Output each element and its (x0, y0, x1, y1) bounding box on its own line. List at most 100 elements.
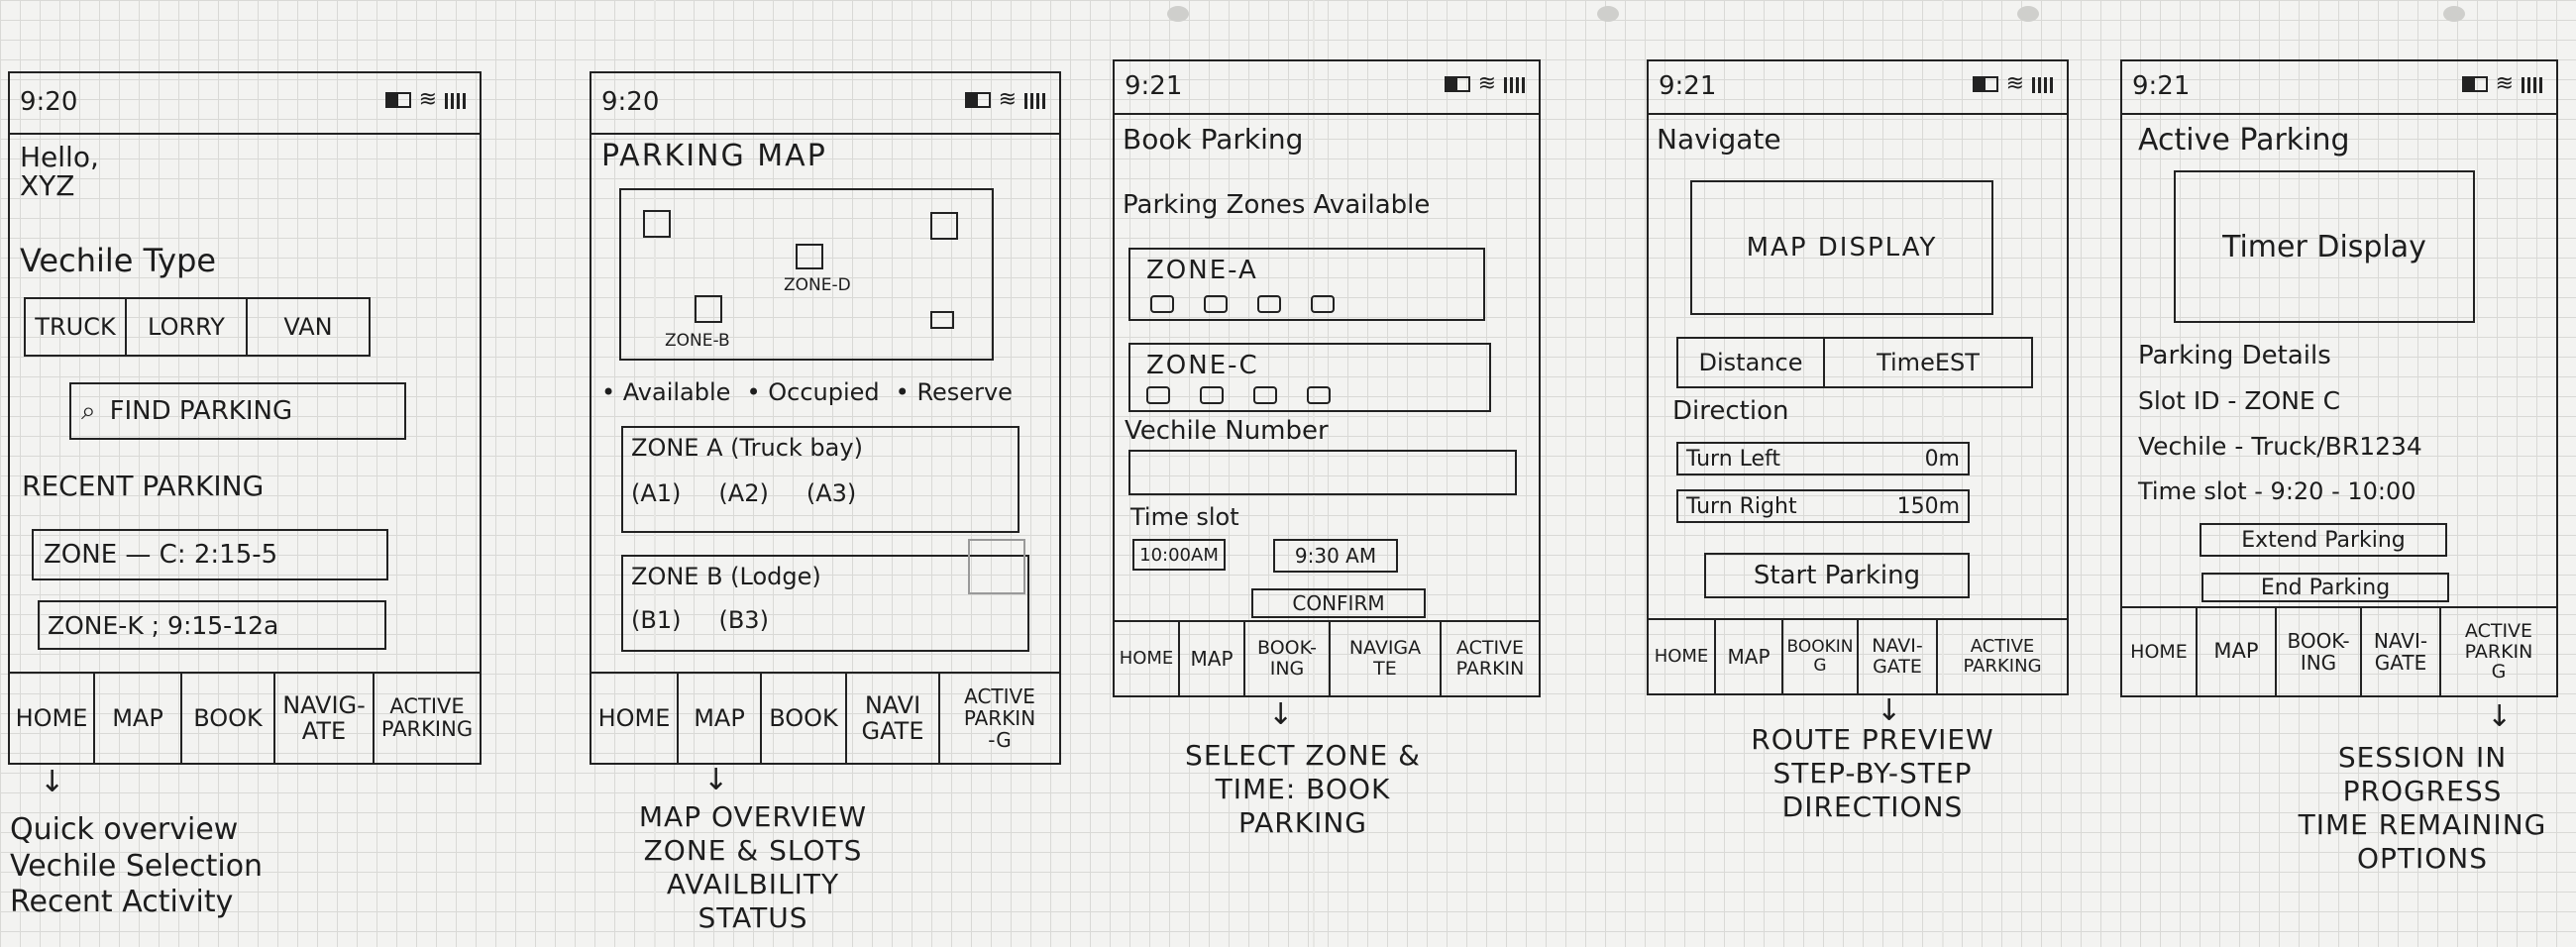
nav-map[interactable]: MAP (2198, 608, 2277, 695)
slot-a3[interactable]: (A3) (805, 479, 857, 507)
vehicle-option-lorry[interactable]: LORRY (127, 299, 248, 355)
direction-step[interactable]: Turn Left 0m (1676, 442, 1970, 475)
status-time: 9:21 (1659, 71, 1717, 101)
signal-icon (445, 91, 466, 109)
slot[interactable] (1253, 386, 1277, 404)
battery-icon (2461, 76, 2488, 92)
active-parking-screen: 9:21 ≋ Active Parking Timer Display Park… (2120, 59, 2558, 697)
binder-hole (1597, 6, 1619, 22)
slot-b1[interactable]: (B1) (631, 606, 682, 634)
nav-book[interactable]: BOOKIN G (1783, 620, 1859, 693)
map-slot[interactable] (796, 244, 823, 269)
map-slot[interactable] (695, 295, 722, 323)
zone-b-card[interactable]: ZONE B (Lodge) (B1) (B3) (621, 555, 1029, 652)
time-slot-info: Time slot - 9:20 - 10:00 (2138, 477, 2416, 505)
nav-book[interactable]: BOOK (182, 674, 275, 763)
nav-map[interactable]: MAP (95, 674, 182, 763)
signal-icon (1504, 75, 1525, 93)
page-divider (1313, 0, 1315, 947)
slot-id: Slot ID - ZONE C (2138, 386, 2341, 415)
status-bar: 9:20 ≋ (10, 73, 480, 135)
end-parking-button[interactable]: End Parking (2201, 573, 2449, 602)
slot-a2[interactable]: (A2) (718, 479, 769, 507)
nav-active-parking[interactable]: ACTIVE PARKING (380, 693, 474, 741)
map-display[interactable]: MAP DISPLAY (1690, 180, 1993, 315)
nav-book[interactable]: BOOK- ING (1245, 622, 1331, 695)
zone-a-title: ZONE A (Truck bay) (631, 434, 863, 462)
nav-home[interactable]: HOME (591, 674, 679, 763)
slot[interactable] (1150, 295, 1174, 313)
nav-navigate[interactable]: NAVIG- ATE (275, 674, 375, 763)
wifi-icon: ≋ (1477, 71, 1496, 96)
vehicle-option-van[interactable]: VAN (283, 313, 333, 341)
wifi-icon: ≋ (2495, 71, 2514, 96)
nav-home[interactable]: HOME (1115, 622, 1180, 695)
slot-a1[interactable]: (A1) (631, 479, 682, 507)
nav-book[interactable]: BOOK- ING (2277, 608, 2362, 695)
down-arrow-icon: ↓ (40, 765, 65, 799)
book-screen: 9:21 ≋ Book Parking Parking Zones Availa… (1113, 59, 1541, 697)
zone-a-card[interactable]: ZONE A (Truck bay) (A1) (A2) (A3) (621, 426, 1020, 533)
binder-hole (2017, 6, 2039, 22)
nav-active-parking[interactable]: ACTIVE PARKIN -G (963, 684, 1036, 752)
direction-step[interactable]: Turn Right 150m (1676, 489, 1970, 523)
confirm-button[interactable]: CONFIRM (1251, 588, 1426, 618)
wifi-icon: ≋ (418, 87, 437, 112)
bottom-nav: HOME MAP BOOKIN G NAVI- GATE ACTIVE PARK… (1649, 618, 2067, 693)
status-time: 9:20 (601, 87, 660, 117)
slot[interactable] (1204, 295, 1228, 313)
battery-icon (964, 92, 991, 108)
page-title: Book Parking (1123, 123, 1304, 156)
nav-map[interactable]: MAP (679, 674, 762, 763)
battery-icon (1972, 76, 1998, 92)
vehicle-type-label: Vechile Type (20, 242, 217, 279)
nav-navigate[interactable]: NAVI- GATE (2362, 608, 2441, 695)
parking-map[interactable]: ZONE-D ZONE-B (619, 188, 994, 361)
nav-active-parking[interactable]: ACTIVE PARKIN (1455, 637, 1525, 680)
down-arrow-icon: ↓ (703, 763, 729, 797)
zone-a-option[interactable]: ZONE-A (1128, 248, 1485, 321)
vehicle-info: Vechile - Truck/BR1234 (2138, 432, 2422, 461)
map-screen: 9:20 ≋ PARKING MAP ZONE-D ZONE-B • Avail… (590, 71, 1061, 765)
nav-navigate[interactable]: NAVI- GATE (1859, 620, 1938, 693)
nav-home[interactable]: HOME (2122, 608, 2198, 695)
slot[interactable] (1307, 386, 1331, 404)
home-screen: 9:20 ≋ Hello, XYZ Vechile Type TRUCK LOR… (8, 71, 482, 765)
nav-navigate[interactable]: NAVIGA TE (1331, 622, 1442, 695)
nav-home[interactable]: HOME (10, 674, 95, 763)
map-slot[interactable] (930, 311, 954, 329)
find-parking-button[interactable]: ⌕ FIND PARKING (69, 382, 406, 440)
nav-active-parking[interactable]: ACTIVE PARKING (1963, 636, 2042, 677)
extend-parking-button[interactable]: Extend Parking (2200, 523, 2447, 557)
nav-map[interactable]: MAP (1180, 622, 1245, 695)
slot[interactable] (1200, 386, 1224, 404)
vehicle-option-truck[interactable]: TRUCK (26, 299, 127, 355)
nav-active-parking[interactable]: ACTIVE PARKIN G (2464, 619, 2533, 684)
slot-b3[interactable]: (B3) (718, 606, 769, 634)
recent-item[interactable]: ZONE — C: 2:15-5 (32, 529, 388, 580)
vehicle-number-input[interactable] (1128, 450, 1517, 495)
zone-c-option[interactable]: ZONE-C (1128, 343, 1491, 412)
slot[interactable] (1146, 386, 1170, 404)
zone-a-slots: (A1) (A2) (A3) (631, 479, 856, 507)
map-slot[interactable] (930, 212, 958, 240)
nav-home[interactable]: HOME (1649, 620, 1716, 693)
bottom-nav: HOME MAP BOOK NAVI GATE ACTIVE PARKIN -G (591, 672, 1059, 763)
home-caption: Quick overview Vechile Selection Recent … (10, 812, 264, 920)
find-parking-label: FIND PARKING (109, 396, 293, 426)
slot[interactable] (1257, 295, 1281, 313)
nav-book[interactable]: BOOK (762, 674, 847, 763)
down-arrow-icon: ↓ (1268, 697, 1294, 732)
legend-occupied: • Occupied (746, 378, 880, 406)
nav-navigate[interactable]: NAVI GATE (847, 674, 940, 763)
parking-details-label: Parking Details (2138, 341, 2331, 370)
map-slot[interactable] (643, 210, 671, 238)
nav-map[interactable]: MAP (1716, 620, 1783, 693)
scroll-handle[interactable] (968, 539, 1025, 594)
slot[interactable] (1311, 295, 1335, 313)
recent-item[interactable]: ZONE-K ; 9:15-12a (38, 600, 386, 650)
time-to-field[interactable]: 9:30 AM (1273, 539, 1398, 573)
wifi-icon: ≋ (2005, 71, 2024, 96)
time-from-field[interactable]: 10:00AM (1132, 539, 1226, 571)
start-parking-button[interactable]: Start Parking (1704, 553, 1970, 598)
